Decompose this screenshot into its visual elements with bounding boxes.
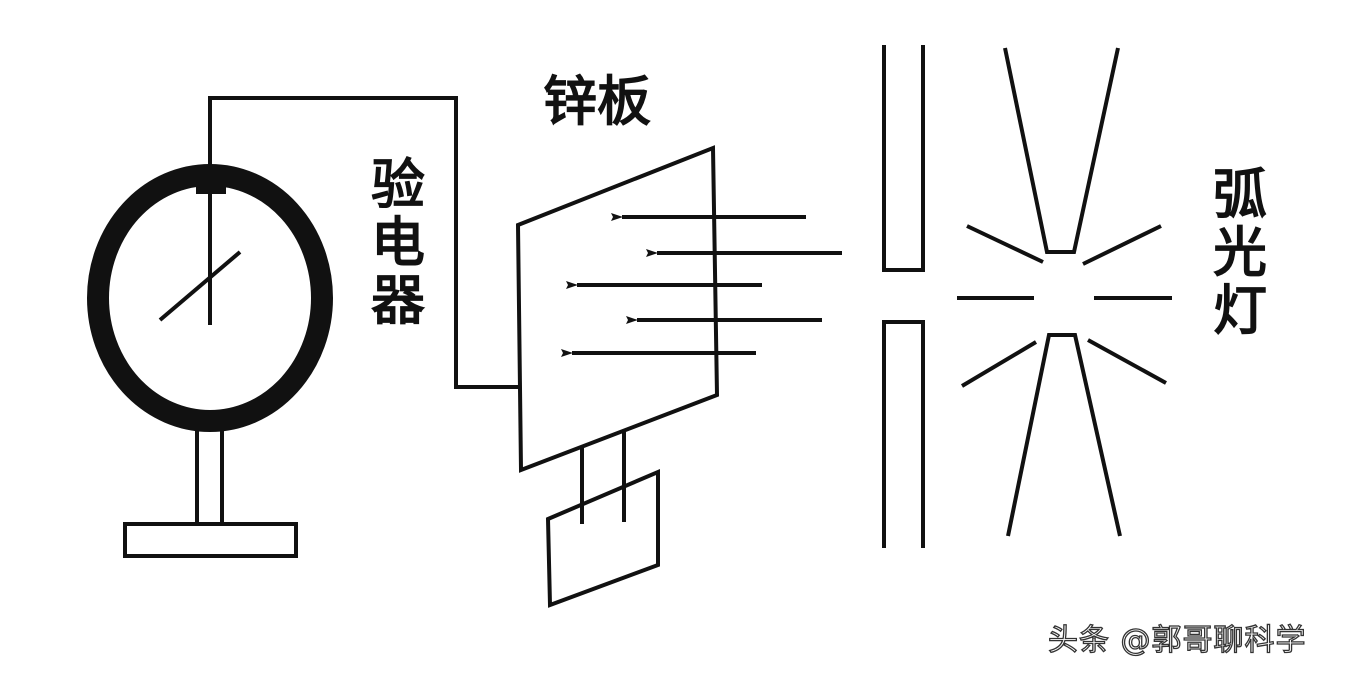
watermark: 头条 @郭哥聊科学	[1047, 622, 1307, 658]
electroscope-label: 验电器	[371, 152, 425, 332]
zinc-plate	[515, 145, 720, 608]
arc-lamp	[957, 47, 1172, 537]
insulating-stand	[545, 468, 660, 608]
arc-lamp-label: 弧光灯	[1213, 162, 1267, 342]
electroscope-needle	[158, 250, 242, 322]
connecting-wire	[208, 96, 519, 389]
light-rays	[561, 213, 842, 357]
zinc-plate-label: 锌板	[543, 69, 651, 133]
electroscope	[87, 164, 333, 558]
slit-screen	[882, 45, 925, 548]
